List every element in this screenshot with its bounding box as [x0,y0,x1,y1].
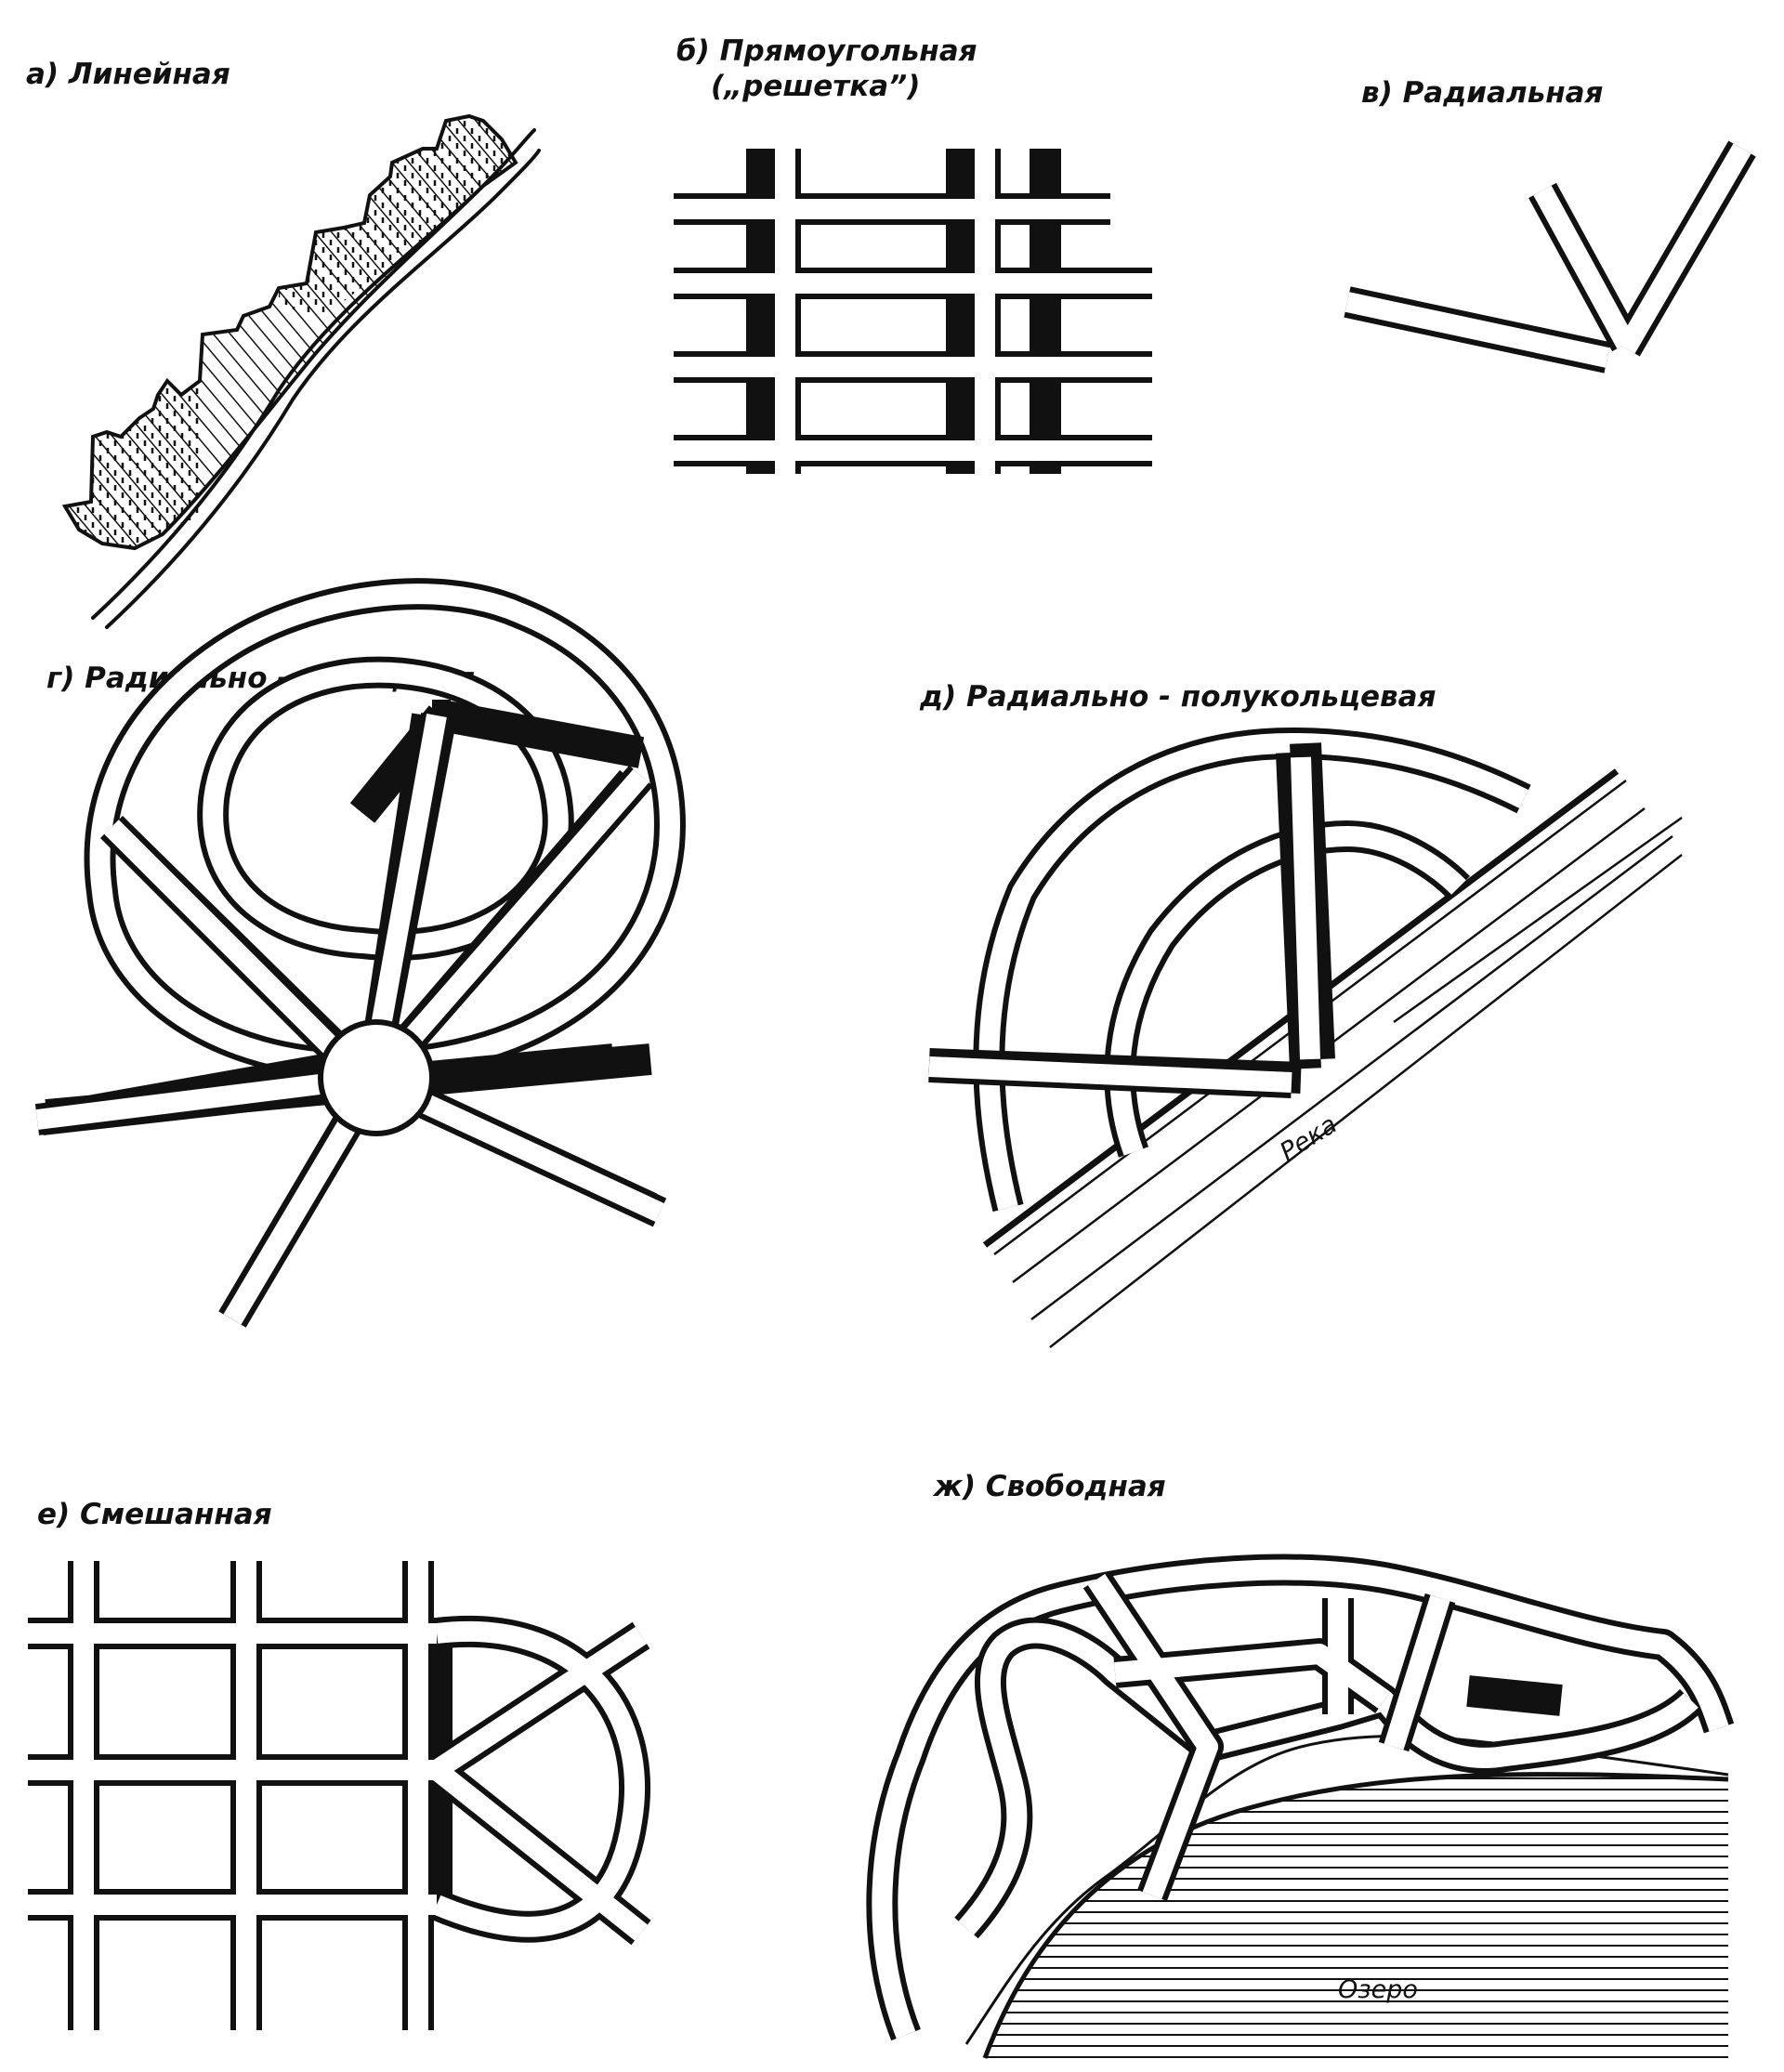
radial-ring-center [318,1019,435,1136]
panel-linear: а) Линейная [26,58,541,629]
river-bank-outer [105,149,541,629]
linear-city-zone-dots-1 [65,381,200,548]
panel-free: ж) Свободная Озеро [866,1470,1735,2059]
panel-radial-semi-ring: д) Радиально - полукольцевая Река [919,680,1683,1348]
mixed-streets [28,1561,651,2030]
panel-radial-label: в) Радиальная [1361,76,1603,110]
panel-mixed-label: е) Смешанная [37,1498,272,1531]
panel-rectangular-grid: б) Прямоугольная („решетка”) [674,34,1152,474]
panel-radial: в) Радиальная [1344,76,1756,374]
panel-radial-ring: г) Радиально - кольцевая [34,578,686,1328]
semi-ring-streets [928,728,1531,1213]
lake [985,1774,1728,2058]
linear-city-zone-dots-2 [279,116,516,316]
free-streets [866,1554,1735,2041]
lake-label: Озеро [1338,1975,1418,2004]
panel-mixed: е) Смешанная [28,1498,651,2030]
grid-streets [674,149,1152,474]
panel-free-label: ж) Свободная [932,1470,1166,1503]
river-label: Река [1275,1110,1342,1167]
panel-grid-label-line1: б) Прямоугольная [676,34,977,68]
panel-grid-label-line2: („решетка”) [711,70,920,103]
panel-linear-label: а) Линейная [26,58,230,91]
radial-ring-streets [34,578,686,1328]
radial-streets [1344,140,1756,374]
lake-shore [982,1772,1729,2059]
panel-semi-ring-label: д) Радиально - полукольцевая [919,680,1436,714]
